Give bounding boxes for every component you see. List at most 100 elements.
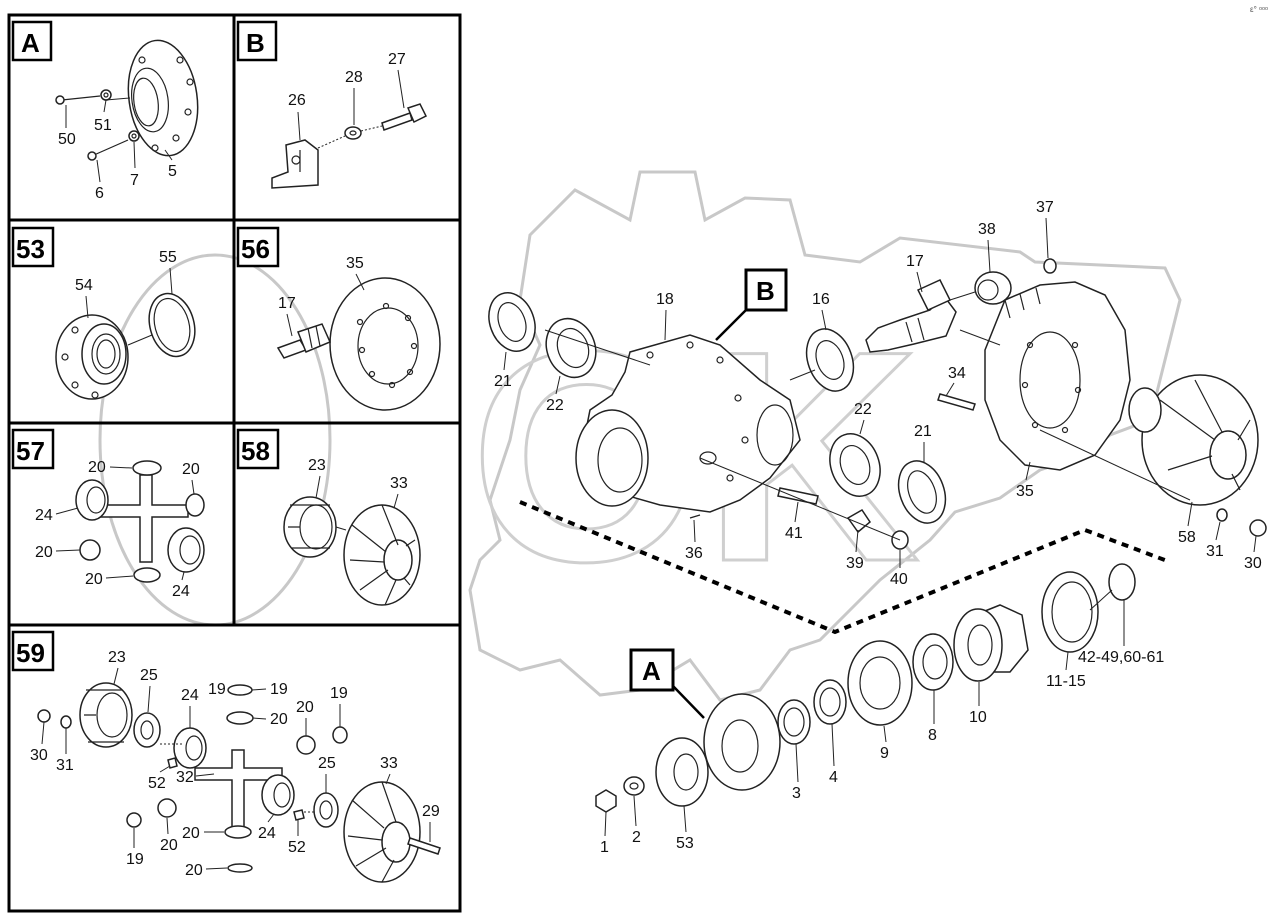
part-number: 24	[258, 825, 276, 842]
part-number: 20	[35, 544, 53, 561]
part-number: 40	[890, 571, 908, 588]
callout-label-A: A	[642, 656, 661, 686]
panel-58: 58 23 33	[236, 428, 421, 606]
part-number: 17	[278, 295, 296, 312]
part-number: 9	[880, 745, 889, 762]
part-number: 21	[914, 423, 932, 440]
pin-52	[167, 757, 178, 769]
part-number: 39	[846, 555, 864, 572]
part-number: 23	[108, 649, 126, 666]
plate-9	[847, 640, 913, 726]
part-number: 27	[388, 51, 406, 68]
part-number: 20	[182, 461, 200, 478]
part-number: 10	[969, 709, 987, 726]
washer	[79, 539, 101, 561]
panel-56: 56 17 35	[236, 226, 441, 411]
lock-plate-39	[846, 509, 871, 534]
part-number: 7	[130, 172, 139, 189]
callout-B: B	[715, 268, 788, 341]
washer-25	[313, 792, 339, 828]
assembly-axis-dotted	[519, 500, 1171, 635]
part-number: 4	[829, 769, 838, 786]
panel-59: 59 23 25 24 1	[11, 630, 441, 883]
part-number: 19	[270, 681, 288, 698]
part-number: 31	[56, 757, 74, 774]
flange-A	[703, 693, 781, 791]
bearing-cup-21	[897, 460, 947, 524]
washer-19	[332, 726, 348, 744]
part-number: 58	[1178, 529, 1196, 546]
part-number: 16	[812, 291, 830, 308]
main-assembly: 18 16 17 38 37 21 22 34 22 21 35 36 41 3…	[488, 199, 1267, 856]
panel-label-59: 59	[16, 638, 45, 668]
nut-1	[595, 789, 617, 813]
part-number: 30	[1244, 555, 1262, 572]
side-gear-24	[173, 727, 207, 769]
snap-ring-37	[1043, 258, 1057, 274]
panel-53: 53 54 55	[11, 226, 196, 400]
housing-flange-face	[575, 409, 649, 507]
part-number: 32	[176, 769, 194, 786]
panel-label-B: B	[246, 28, 265, 58]
part-number: 24	[35, 507, 53, 524]
part-number: 1	[600, 839, 609, 856]
bearing-38	[974, 271, 1012, 305]
washer-19	[227, 863, 253, 873]
bearing-cone-22	[829, 433, 881, 497]
washer-2	[623, 776, 645, 796]
part-number: 53	[676, 835, 694, 852]
part-number: 24	[172, 583, 190, 600]
part-number: 50	[58, 131, 76, 148]
part-number: 6	[95, 185, 104, 202]
seal-4	[813, 679, 847, 725]
washer	[185, 493, 205, 517]
part-number: 52	[288, 839, 306, 856]
ring-gear-part-35	[329, 277, 441, 411]
washer-part-28	[344, 126, 362, 140]
panel-label-53: 53	[16, 234, 45, 264]
flange-53	[655, 737, 709, 807]
panel-label-58: 58	[241, 436, 270, 466]
watermark-gear-outline	[468, 170, 1182, 702]
part-number: 25	[318, 755, 336, 772]
part-number: 22	[546, 397, 564, 414]
bolt-29	[407, 837, 441, 855]
washer-25	[133, 712, 161, 748]
callout-label-B: B	[756, 276, 775, 306]
part-number: 30	[30, 747, 48, 764]
part-number: 26	[288, 92, 306, 109]
bearing-8	[912, 633, 954, 691]
diff-case-half-23	[79, 682, 133, 748]
part-number: 19	[208, 681, 226, 698]
washer-20	[296, 735, 316, 755]
part-number: 3	[792, 785, 801, 802]
part-number: 18	[656, 291, 674, 308]
washer	[132, 460, 162, 476]
inset-panel-grid	[7, 13, 462, 913]
part-number: 42-49,60-61	[1078, 649, 1164, 666]
seal-3	[777, 699, 811, 745]
part-number: 28	[345, 69, 363, 86]
part-number: 52	[148, 775, 166, 792]
part-number: 41	[785, 525, 803, 542]
part-number: 22	[854, 401, 872, 418]
part-number: 35	[1016, 483, 1034, 500]
part-number: 29	[422, 803, 440, 820]
part-number: 33	[390, 475, 408, 492]
part-number: 31	[1206, 543, 1224, 560]
part-number: 38	[978, 221, 996, 238]
part-number: 54	[75, 277, 93, 294]
washer-31	[60, 715, 72, 729]
part-number: 51	[94, 117, 112, 134]
washer-20	[157, 798, 177, 818]
nut-30	[1249, 519, 1267, 537]
callout-A: A	[629, 648, 705, 719]
part-number: 8	[928, 727, 937, 744]
drive-pinion-17	[865, 294, 957, 353]
side-gear-24	[261, 774, 295, 816]
part-number: 25	[140, 667, 158, 684]
part-number: 5	[168, 163, 177, 180]
part-number: 36	[685, 545, 703, 562]
part-number: 2	[632, 829, 641, 846]
